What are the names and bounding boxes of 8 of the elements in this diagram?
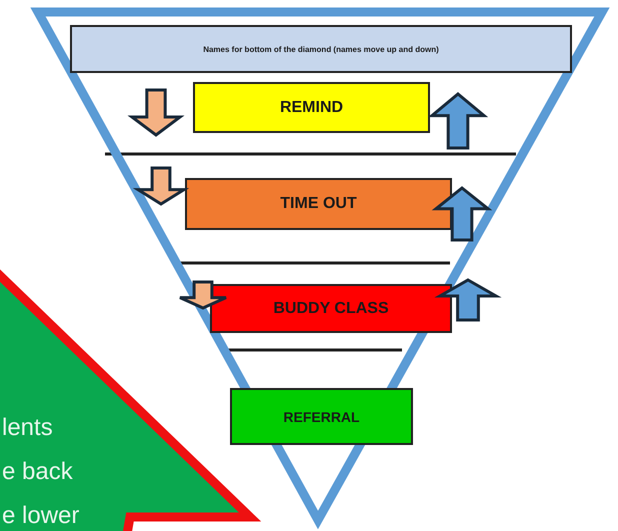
- level-box: Names for bottom of the diamond (names move up and down): [70, 25, 572, 73]
- paragraph-text: e back: [2, 458, 73, 486]
- level-box: REFERRAL: [230, 388, 413, 445]
- paragraph-text: e lower: [2, 502, 80, 530]
- paragraph-text: lents: [2, 414, 53, 442]
- level-box: TIME OUT: [185, 178, 452, 230]
- level-box: REMIND: [193, 82, 430, 133]
- level-box: BUDDY CLASS: [210, 284, 452, 333]
